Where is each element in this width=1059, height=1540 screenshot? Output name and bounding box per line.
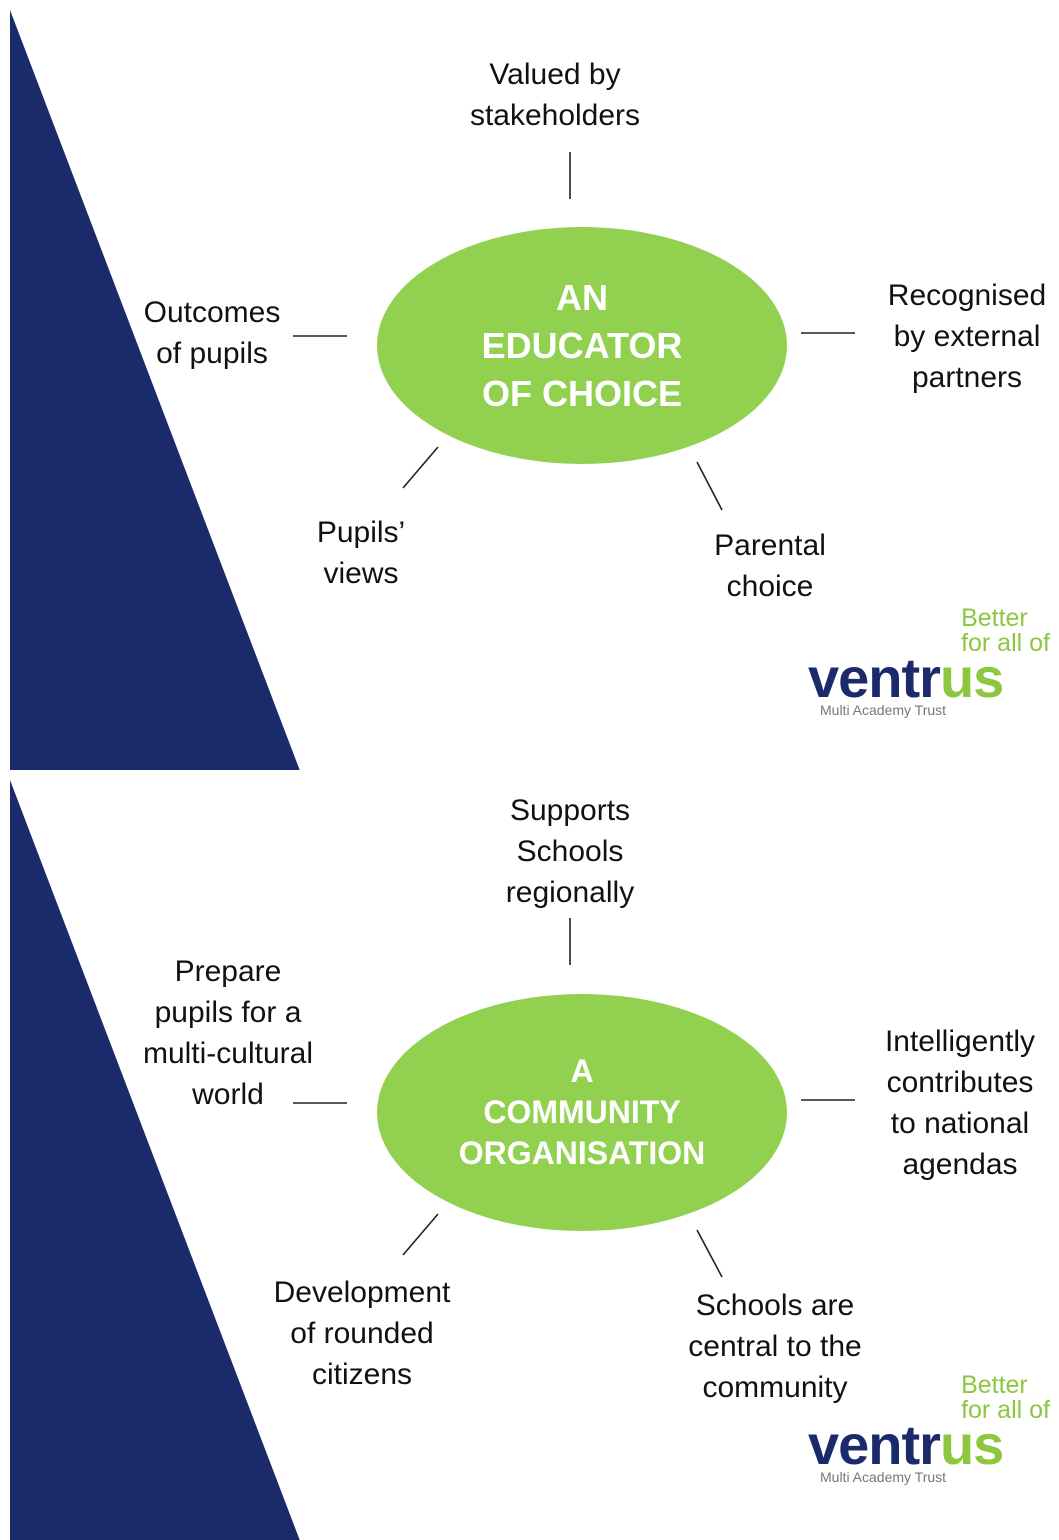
center-line-3: ORGANISATION bbox=[458, 1135, 706, 1171]
connector-lines bbox=[293, 918, 855, 1278]
connector-bottom-right bbox=[696, 1229, 723, 1278]
label-left: Prepare pupils for a multi-cultural worl… bbox=[142, 955, 314, 1111]
label-top: Supports Schools regionally bbox=[505, 794, 635, 909]
center-line-2: EDUCATOR bbox=[481, 324, 683, 366]
logo-subtitle: Multi Academy Trust bbox=[820, 1469, 947, 1485]
label-bottom-left: Pupils’ views bbox=[316, 516, 406, 590]
slide-community-organisation: A COMMUNITY ORGANISATION Supports School… bbox=[0, 770, 1059, 1540]
slide-educator-of-choice: AN EDUCATOR OF CHOICE Valued by stakehol… bbox=[10, 10, 1058, 770]
label-bottom-right: Parental choice bbox=[714, 529, 826, 603]
navy-triangle bbox=[10, 780, 300, 1540]
logo-tagline: Better for all of bbox=[961, 604, 1050, 657]
connector-bottom-left bbox=[402, 1213, 439, 1256]
center-line-3: OF CHOICE bbox=[481, 372, 682, 414]
center-ellipse: AN EDUCATOR OF CHOICE bbox=[377, 227, 787, 464]
logo-wordmark: ventrus bbox=[808, 1413, 1004, 1476]
label-right: Intelligently contributes to national ag… bbox=[884, 1025, 1036, 1181]
connector-lines bbox=[293, 152, 855, 511]
label-bottom-right: Schools are central to the community bbox=[688, 1289, 862, 1404]
connector-bottom-right bbox=[696, 461, 723, 511]
navy-triangle bbox=[10, 10, 300, 770]
ventrus-logo: Better for all of ventrus Multi Academy … bbox=[808, 606, 1058, 726]
logo-tagline: Better for all of bbox=[961, 1371, 1050, 1424]
center-line-1: AN bbox=[556, 276, 608, 318]
label-left: Outcomes of pupils bbox=[143, 296, 281, 370]
label-right: Recognised by external partners bbox=[887, 279, 1047, 394]
logo-subtitle: Multi Academy Trust bbox=[820, 702, 947, 718]
connector-bottom-left bbox=[402, 446, 439, 489]
center-ellipse: A COMMUNITY ORGANISATION bbox=[377, 994, 787, 1231]
label-bottom-left: Development of rounded citizens bbox=[273, 1276, 451, 1391]
label-top: Valued by stakeholders bbox=[469, 58, 641, 132]
center-line-2: COMMUNITY bbox=[483, 1094, 681, 1130]
ventrus-logo: Better for all of ventrus Multi Academy … bbox=[808, 1373, 1058, 1493]
center-line-1: A bbox=[570, 1053, 594, 1089]
logo-wordmark: ventrus bbox=[808, 646, 1004, 709]
